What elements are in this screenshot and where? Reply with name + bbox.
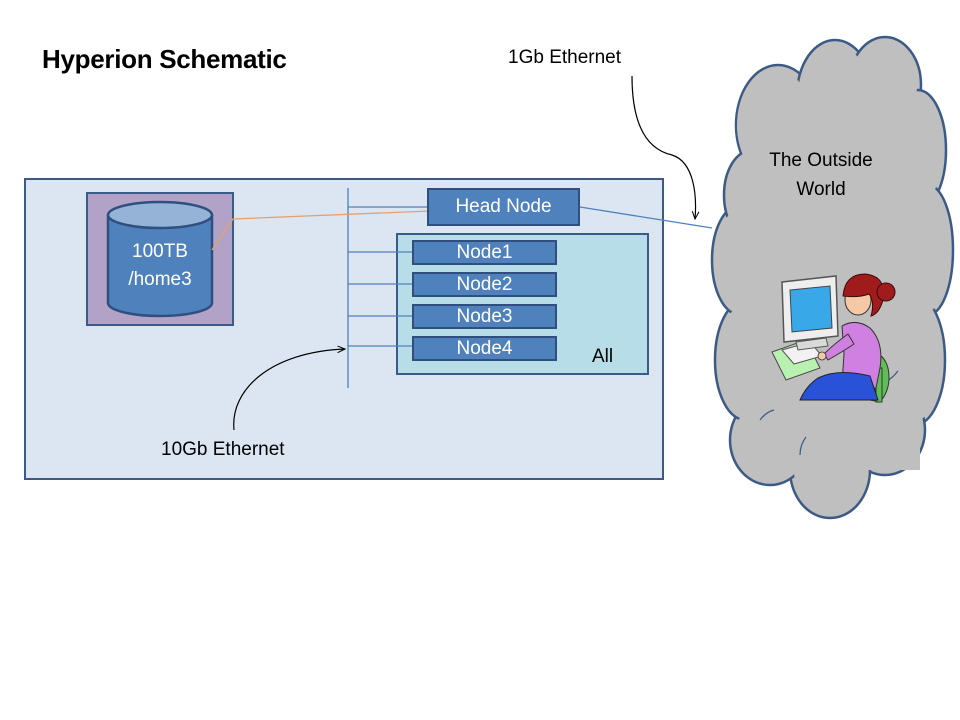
- storage-label: 100TB /home3: [108, 238, 212, 294]
- storage-mount: /home3: [128, 269, 192, 290]
- one-gb-callout-arrow: [631, 75, 696, 219]
- node-box: Node2: [412, 272, 557, 297]
- outside-world-line1: The Outside: [769, 150, 873, 171]
- ten-gb-ethernet-label: 10Gb Ethernet: [161, 439, 285, 460]
- node-box: Node1: [412, 240, 557, 265]
- partition-label: All: [592, 346, 614, 367]
- outside-world-label: The Outside World: [740, 146, 902, 204]
- storage-link-line: [211, 210, 431, 251]
- node-box: Node3: [412, 304, 557, 329]
- external-link-line: [579, 206, 713, 229]
- database-cylinder-icon: [106, 200, 214, 318]
- ten-gb-callout-arrow: [233, 349, 345, 431]
- node-box: Node4: [412, 336, 557, 361]
- head-node-box: Head Node: [427, 188, 580, 226]
- diagram-title: Hyperion Schematic: [42, 44, 287, 74]
- outside-world-line2: World: [796, 179, 846, 200]
- storage-capacity: 100TB: [132, 241, 188, 262]
- person-at-computer-icon: [771, 273, 896, 403]
- one-gb-ethernet-label: 1Gb Ethernet: [508, 47, 622, 68]
